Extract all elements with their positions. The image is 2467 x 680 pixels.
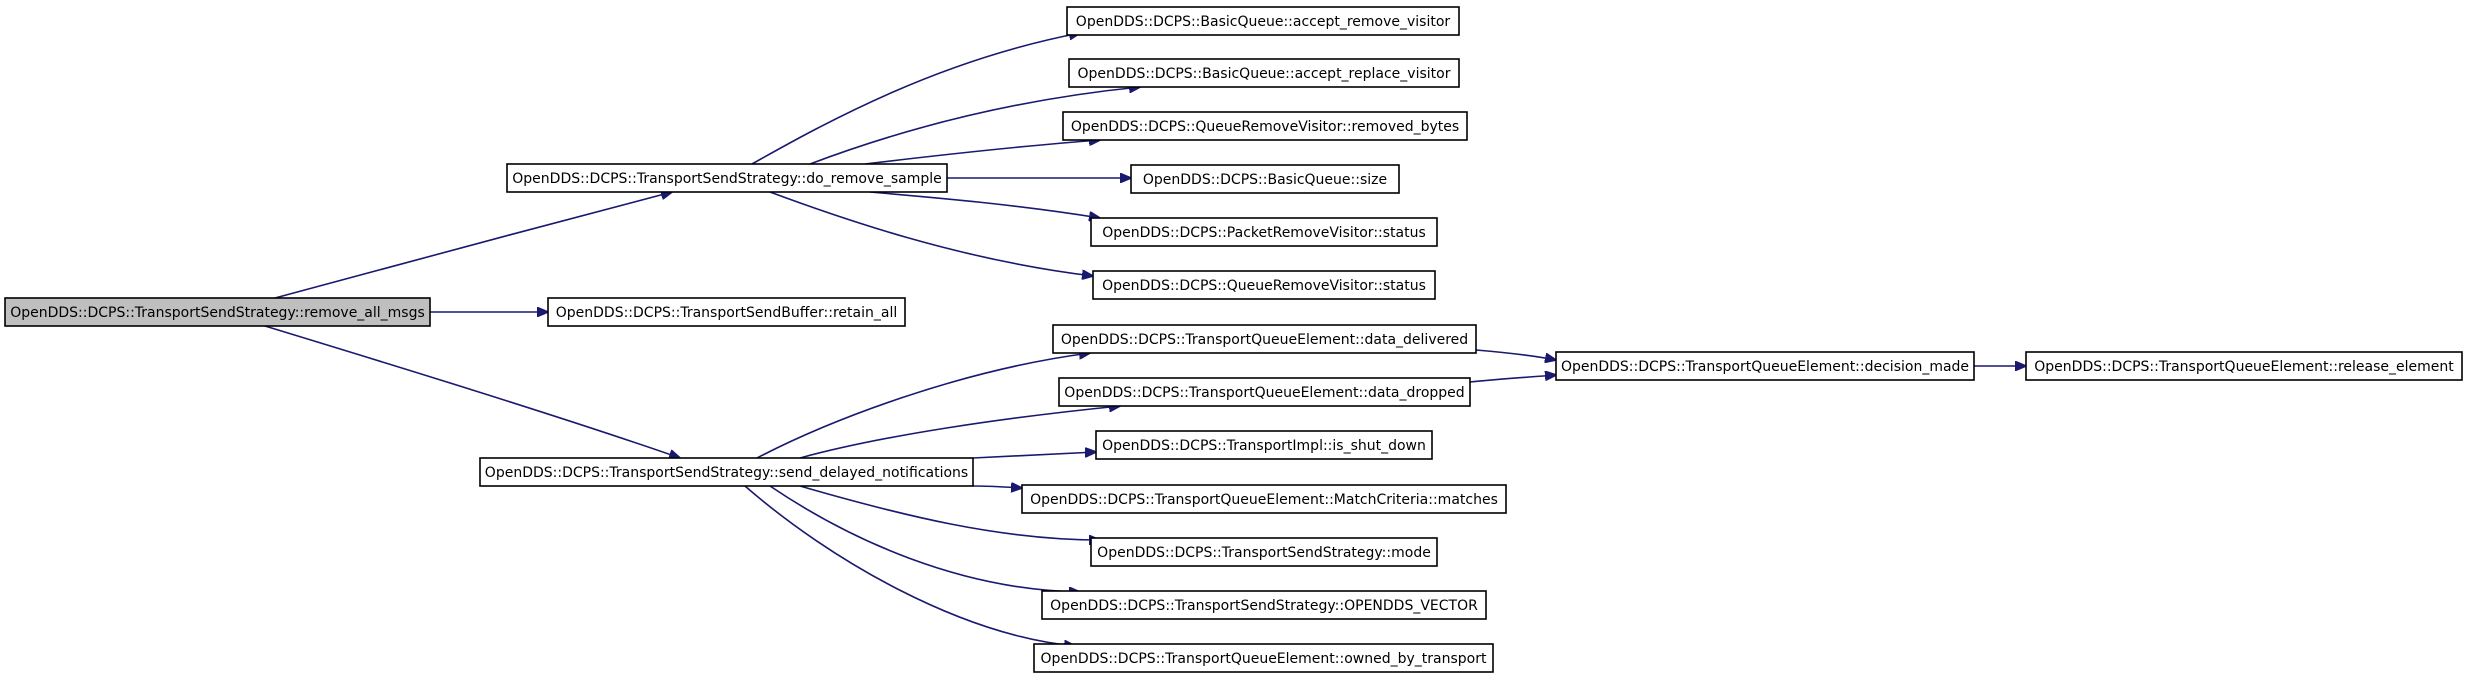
node-box[interactable] [1041,590,1487,620]
node-removed-bytes[interactable]: OpenDDS::DCPS::QueueRemoveVisitor::remov… [1062,111,1468,141]
node-box[interactable] [1021,484,1507,514]
node-box[interactable] [1090,537,1438,567]
edge-remove_all_msgs-to-send_delayed_notifications [264,325,680,458]
node-box[interactable] [547,297,906,327]
edge-do_remove_sample-to-accept_replace_visitor [809,87,1140,165]
node-box[interactable] [1033,643,1494,673]
node-box[interactable] [1555,351,1975,381]
node-box[interactable] [479,457,974,487]
node-packet-status[interactable]: OpenDDS::DCPS::PacketRemoveVisitor::stat… [1090,217,1438,247]
node-box[interactable] [1066,6,1460,36]
node-send-delayed-notifications[interactable]: OpenDDS::DCPS::TransportSendStrategy::se… [479,457,974,487]
edge-send_delayed_notifications-to-mode [799,485,1100,540]
edge-data_delivered-to-decision_made [1475,349,1556,360]
node-queue-status[interactable]: OpenDDS::DCPS::QueueRemoveVisitor::statu… [1092,270,1436,300]
edge-remove_all_msgs-to-do_remove_sample [274,192,672,299]
node-box[interactable] [2025,351,2463,381]
node-is-shut-down[interactable]: OpenDDS::DCPS::TransportImpl::is_shut_do… [1095,430,1433,460]
node-box[interactable] [506,163,948,193]
edge-do_remove_sample-to-accept_remove_visitor [751,33,1080,165]
node-box[interactable] [1130,164,1400,194]
node-box[interactable] [1068,58,1460,88]
node-box[interactable] [1095,430,1433,460]
edge-send_delayed_notifications-to-data_delivered [756,353,1090,459]
node-layer: OpenDDS::DCPS::TransportSendStrategy::re… [4,6,2463,673]
node-box[interactable] [1090,217,1438,247]
node-owned-by-transport[interactable]: OpenDDS::DCPS::TransportQueueElement::ow… [1033,643,1494,673]
node-release-element[interactable]: OpenDDS::DCPS::TransportQueueElement::re… [2025,351,2463,381]
node-decision-made[interactable]: OpenDDS::DCPS::TransportQueueElement::de… [1555,351,1975,381]
edge-send_delayed_notifications-to-data_dropped [799,406,1120,459]
edge-data_dropped-to-decision_made [1469,375,1556,383]
node-accept-replace-visitor[interactable]: OpenDDS::DCPS::BasicQueue::accept_replac… [1068,58,1460,88]
edge-layer [264,33,2026,646]
node-data-delivered[interactable]: OpenDDS::DCPS::TransportQueueElement::da… [1052,324,1477,354]
node-box[interactable] [1092,270,1436,300]
edge-do_remove_sample-to-packet_status [869,191,1100,218]
node-matches[interactable]: OpenDDS::DCPS::TransportQueueElement::Ma… [1021,484,1507,514]
node-do-remove-sample[interactable]: OpenDDS::DCPS::TransportSendStrategy::do… [506,163,948,193]
node-retain-all[interactable]: OpenDDS::DCPS::TransportSendBuffer::reta… [547,297,906,327]
node-mode[interactable]: OpenDDS::DCPS::TransportSendStrategy::mo… [1090,537,1438,567]
node-accept-remove-visitor[interactable]: OpenDDS::DCPS::BasicQueue::accept_remove… [1066,6,1460,36]
edge-send_delayed_notifications-to-matches [972,486,1022,488]
node-box[interactable] [1058,377,1471,407]
edge-send_delayed_notifications-to-opendds_vector [769,485,1080,592]
node-data-dropped[interactable]: OpenDDS::DCPS::TransportQueueElement::da… [1058,377,1471,407]
node-box[interactable] [4,297,431,327]
edge-do_remove_sample-to-removed_bytes [864,140,1100,165]
node-remove-all-msgs[interactable]: OpenDDS::DCPS::TransportSendStrategy::re… [4,297,431,327]
node-box[interactable] [1052,324,1477,354]
edge-send_delayed_notifications-to-is_shut_down [972,452,1096,459]
edge-send_delayed_notifications-to-owned_by_transport [744,485,1075,646]
node-size[interactable]: OpenDDS::DCPS::BasicQueue::size [1130,164,1400,194]
node-box[interactable] [1062,111,1468,141]
node-opendds-vector[interactable]: OpenDDS::DCPS::TransportSendStrategy::OP… [1041,590,1487,620]
edge-do_remove_sample-to-queue_status [769,191,1093,276]
